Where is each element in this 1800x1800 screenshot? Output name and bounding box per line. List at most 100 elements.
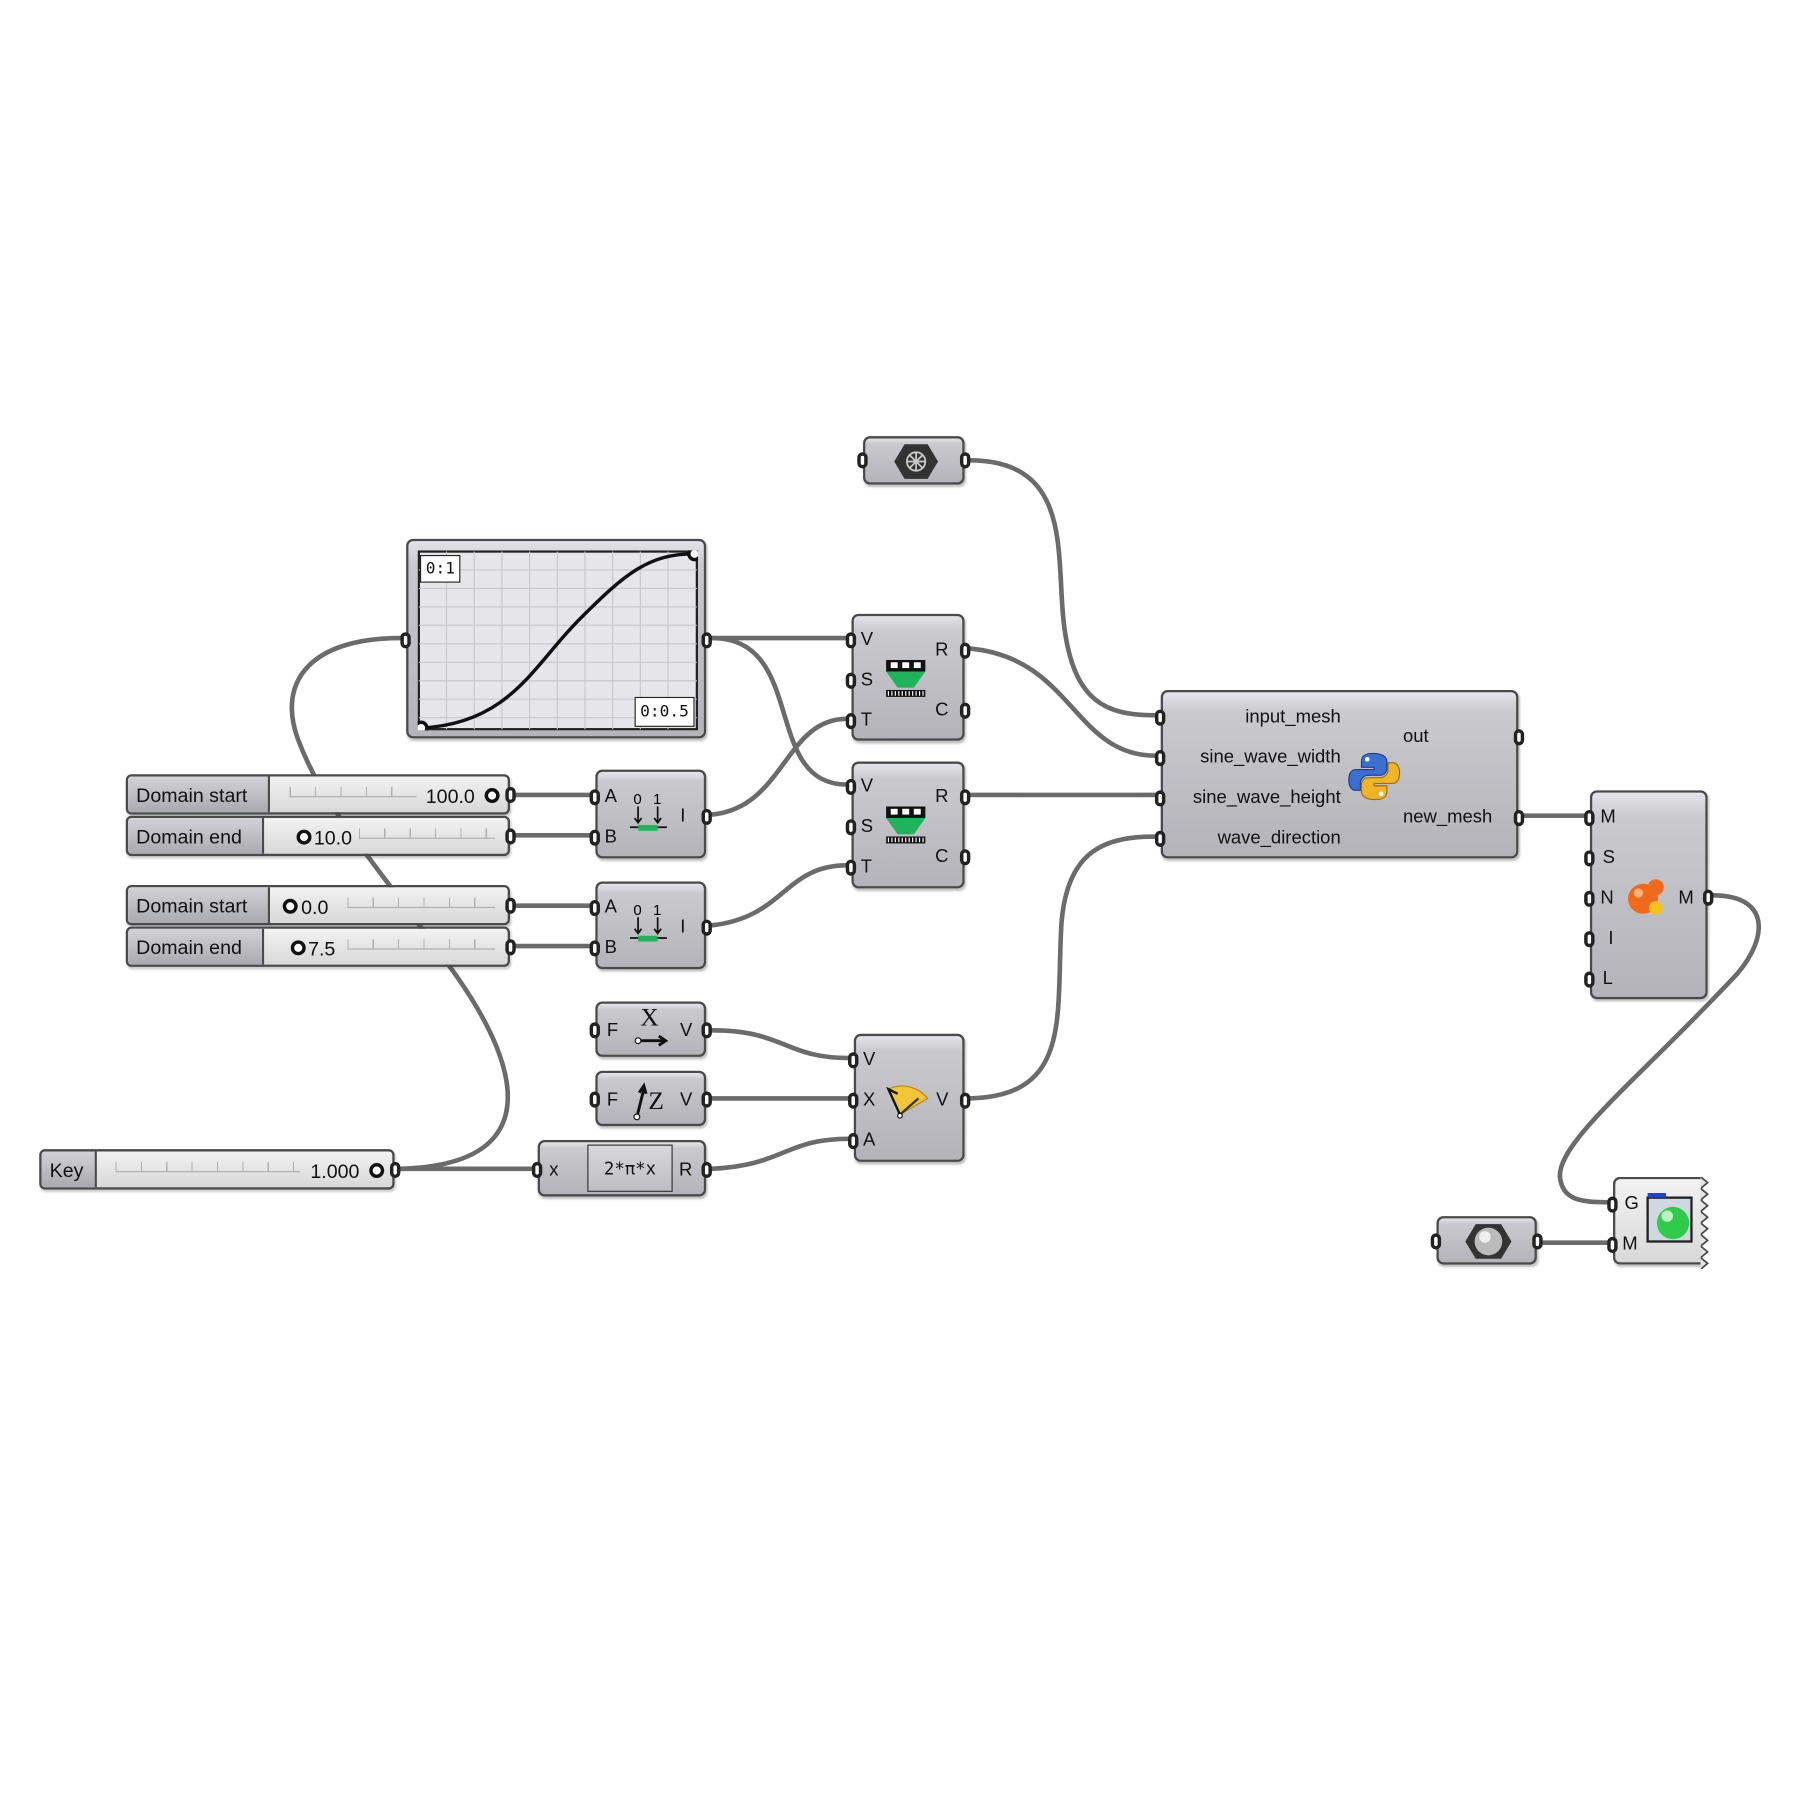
label-f: F xyxy=(606,1090,619,1110)
port-n[interactable] xyxy=(1584,890,1595,907)
output-port[interactable] xyxy=(505,939,516,956)
label-out: out xyxy=(1403,726,1429,747)
output-port[interactable] xyxy=(505,897,516,914)
port-a[interactable] xyxy=(848,1133,859,1150)
expression-formula[interactable]: 2*π*x xyxy=(587,1144,673,1192)
port-s[interactable] xyxy=(845,819,857,836)
port-t[interactable] xyxy=(845,713,857,730)
input-port[interactable] xyxy=(857,452,868,469)
rotate-vector[interactable]: V X A V xyxy=(848,1033,971,1162)
port-x[interactable] xyxy=(531,1161,543,1179)
port-sine-wave-width[interactable] xyxy=(1154,749,1166,767)
slider-track[interactable] xyxy=(115,1161,300,1173)
port-v[interactable] xyxy=(845,632,857,649)
port-r[interactable] xyxy=(959,789,971,806)
mapping-curve xyxy=(421,552,695,730)
port-v[interactable] xyxy=(845,778,857,795)
port-input-mesh[interactable] xyxy=(1154,709,1166,726)
graph-area[interactable] xyxy=(417,550,699,731)
slider-knob[interactable] xyxy=(484,788,500,804)
port-s[interactable] xyxy=(1584,850,1595,867)
label-a: A xyxy=(863,1130,876,1151)
remap-icon xyxy=(886,659,926,697)
wire-domain2-to-remap2-t xyxy=(709,863,850,928)
slider-domain-end-2[interactable]: Domain end 7.5 xyxy=(125,926,516,967)
port-l[interactable] xyxy=(1584,971,1595,988)
slider-knob[interactable] xyxy=(369,1163,385,1179)
port-b[interactable] xyxy=(589,940,600,957)
material-parameter[interactable] xyxy=(1430,1216,1543,1265)
port-m[interactable] xyxy=(1607,1236,1618,1254)
label-i: I xyxy=(680,806,686,827)
label-g: G xyxy=(1624,1194,1639,1214)
port-v[interactable] xyxy=(701,1091,712,1108)
slider-knob[interactable] xyxy=(282,898,298,914)
output-port[interactable] xyxy=(505,828,516,845)
slider-knob[interactable] xyxy=(290,940,306,956)
slider-track[interactable] xyxy=(347,939,495,950)
port-f[interactable] xyxy=(589,1091,600,1108)
slider-track[interactable] xyxy=(289,786,417,798)
port-a[interactable] xyxy=(589,899,600,917)
port-c[interactable] xyxy=(959,702,971,719)
port-out[interactable] xyxy=(1513,729,1525,746)
input-port[interactable] xyxy=(400,632,411,649)
graph-bottom-label: 0:0.5 xyxy=(634,696,695,727)
label-f: F xyxy=(606,1021,619,1041)
port-i[interactable] xyxy=(701,808,712,825)
expression[interactable]: x 2*π*x R xyxy=(531,1139,712,1197)
label-v: V xyxy=(679,1090,693,1110)
slider-track[interactable] xyxy=(358,828,495,839)
graph-mapper[interactable]: 0:1 0:0.5 xyxy=(400,538,712,739)
custom-preview[interactable]: G M xyxy=(1607,1176,1709,1270)
port-sine-wave-height[interactable] xyxy=(1154,790,1166,807)
port-x[interactable] xyxy=(848,1092,859,1109)
port-r[interactable] xyxy=(959,642,971,659)
port-v-out[interactable] xyxy=(959,1092,971,1109)
unit-z[interactable]: F V Z xyxy=(589,1070,712,1127)
output-port[interactable] xyxy=(505,786,516,804)
slider-value: 100.0 xyxy=(425,785,475,808)
mesh-blob-icon xyxy=(1628,879,1664,915)
port-m[interactable] xyxy=(1584,809,1595,827)
port-s[interactable] xyxy=(845,672,857,689)
label-l: L xyxy=(1602,969,1613,989)
port-wave-direction[interactable] xyxy=(1154,830,1166,847)
input-port[interactable] xyxy=(1430,1233,1442,1250)
slider-domain-start-1[interactable]: Domain start 100.0 xyxy=(125,774,516,815)
mesh-parameter[interactable] xyxy=(857,436,971,485)
port-v[interactable] xyxy=(701,1022,712,1039)
slider-key[interactable]: Key 1.000 xyxy=(39,1149,401,1190)
slider-knob[interactable] xyxy=(296,829,312,845)
port-m-out[interactable] xyxy=(1703,889,1714,906)
mesh-component[interactable]: M S N I L M xyxy=(1584,790,1714,1000)
label-i: I xyxy=(680,917,686,937)
port-g[interactable] xyxy=(1607,1196,1618,1213)
label-x: X xyxy=(863,1090,876,1110)
output-port[interactable] xyxy=(389,1161,401,1179)
output-port[interactable] xyxy=(1532,1233,1543,1250)
python-script[interactable]: input_mesh sine_wave_width sine_wave_hei… xyxy=(1154,689,1525,859)
port-r[interactable] xyxy=(701,1161,712,1179)
port-new-mesh[interactable] xyxy=(1513,809,1525,827)
port-c[interactable] xyxy=(959,849,971,866)
port-t[interactable] xyxy=(845,859,857,876)
port-a[interactable] xyxy=(589,789,600,806)
output-port[interactable] xyxy=(701,632,712,649)
slider-domain-end-1[interactable]: Domain end 10.0 xyxy=(125,815,516,857)
slider-track[interactable] xyxy=(347,897,495,909)
port-b[interactable] xyxy=(589,829,600,846)
port-v[interactable] xyxy=(848,1052,859,1069)
svg-text:1: 1 xyxy=(653,791,661,808)
port-i[interactable] xyxy=(701,919,712,936)
output-port[interactable] xyxy=(959,452,971,469)
label-v: V xyxy=(863,1049,876,1070)
port-i[interactable] xyxy=(1584,931,1595,948)
remap-numbers-2[interactable]: V S T R C xyxy=(845,761,971,889)
slider-domain-start-2[interactable]: Domain start 0.0 xyxy=(125,884,516,926)
remap-numbers-1[interactable]: V S T R C xyxy=(845,613,971,741)
port-f[interactable] xyxy=(589,1022,600,1039)
unit-x[interactable]: F V X xyxy=(589,1001,712,1057)
